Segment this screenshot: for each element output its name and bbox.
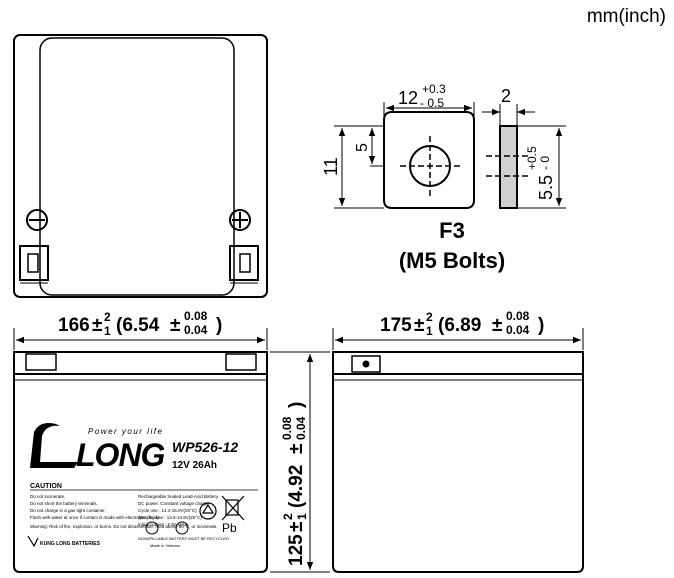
svg-text:2: 2 <box>104 310 111 324</box>
lead-symbol: Pb <box>222 521 237 535</box>
terminal-side-view <box>499 125 518 209</box>
svg-text:1: 1 <box>295 513 309 520</box>
svg-text:±: ± <box>414 315 424 336</box>
caution-line: Do not charge in a gas tight container. <box>30 508 106 513</box>
svg-text:1: 1 <box>426 324 433 338</box>
svg-text:): ) <box>538 315 544 336</box>
recycling-icon <box>199 502 217 520</box>
caution-line: Do not incinerate. <box>30 494 65 499</box>
small-logo-icon <box>27 535 39 548</box>
width-dimension: 175 ± 2 1 (6.89 ± 0.08 0.04 ) <box>332 309 584 350</box>
svg-text:±: ± <box>286 444 307 454</box>
negative-terminal-icon <box>26 209 48 231</box>
height-dimension: 125 ± 2 1 (4.92 ± 0.08 0.04 ) <box>270 351 330 573</box>
terminal-side-tol-minus: - 0 <box>538 156 552 170</box>
height-mm: 125 <box>286 534 307 566</box>
side-view <box>332 351 584 573</box>
units-label: mm(inch) <box>586 6 666 27</box>
terminal-bolt-label: (M5 Bolts) <box>399 248 505 273</box>
terminal-width-value: 12 <box>398 88 418 108</box>
height-inch: (4.92 <box>286 465 307 508</box>
caution-line: Flush with water at once if contact is m… <box>30 515 160 520</box>
width-inch: (6.89 <box>438 315 481 336</box>
caution-line: Warning: Risk of fire, explosion, or bur… <box>30 524 217 529</box>
terminal-width-tol-minus: - 0.5 <box>420 96 444 110</box>
top-view-outline <box>13 34 268 298</box>
positive-terminal-icon <box>229 209 251 231</box>
terminal-code: F3 <box>439 218 465 243</box>
made-in: Made in Vietnam <box>150 543 181 548</box>
terminal-height-value: 11 <box>321 157 341 176</box>
length-inch: (6.54 <box>116 315 160 336</box>
left-terminal-tab <box>19 245 49 284</box>
svg-text:±: ± <box>492 315 502 336</box>
top-view <box>13 34 268 298</box>
svg-text:): ) <box>216 315 222 336</box>
terminal-width-tol-plus: +0.3 <box>422 82 446 96</box>
caution-title: CAUTION <box>30 483 62 490</box>
terminal-thickness-value: 2 <box>501 86 511 106</box>
spec-line: DC power. Constant voltage charge <box>138 501 210 506</box>
svg-text:1: 1 <box>104 324 111 338</box>
svg-text:0.04: 0.04 <box>184 323 208 337</box>
rating-label: 12V 26Ah <box>172 460 217 471</box>
ul-certification-icon <box>145 521 189 535</box>
right-terminal-tab <box>229 245 259 284</box>
model-number: WP526-12 <box>172 439 238 455</box>
terminal-hole-height-value: 5 <box>354 143 371 152</box>
svg-text:0.08: 0.08 <box>280 416 294 440</box>
svg-text:±: ± <box>170 315 180 336</box>
spec-line: Initial current : 7.8A MAX <box>138 522 188 527</box>
svg-text:): ) <box>286 402 307 408</box>
width-mm: 175 <box>380 315 412 336</box>
terminal-detail: 12 +0.3 - 0.5 11 5 2 5.5 +0.5 - 0 F3 (M5… <box>321 82 566 273</box>
footer-recycle: NONSPILLABLE BATTERY MUST BE RECYCLED <box>138 536 229 541</box>
brand-logo-text: LONG <box>76 437 165 473</box>
length-dimension: 166 ± 2 1 (6.54 ± 0.08 0.04 ) <box>13 309 268 350</box>
spec-title: Rechargeable Sealed Lead-Acid Battery <box>138 494 219 499</box>
terminal-side-height-value: 5.5 <box>536 175 556 200</box>
svg-text:2: 2 <box>281 513 295 520</box>
terminal-side-tol-plus: +0.5 <box>525 146 539 170</box>
svg-text:±: ± <box>286 522 307 532</box>
svg-text:±: ± <box>92 315 102 336</box>
svg-text:2: 2 <box>426 310 433 324</box>
caution-line: Do not short the battery terminals. <box>30 501 98 506</box>
svg-text:0.08: 0.08 <box>506 309 530 323</box>
crossed-bin-icon <box>221 495 245 521</box>
svg-text:0.04: 0.04 <box>294 416 308 440</box>
long-logo: LONG <box>30 423 166 473</box>
terminal-front-outline <box>383 111 475 209</box>
spec-line: Standby use : 13.5-13.8V(25°C) <box>138 515 202 520</box>
svg-text:0.04: 0.04 <box>506 323 530 337</box>
svg-text:0.08: 0.08 <box>184 309 208 323</box>
footer-brand: KUNG LONG BATTERIES <box>40 541 101 547</box>
front-view: LONG Power your life WP526-12 12V 26Ah C… <box>13 351 268 573</box>
length-mm: 166 <box>58 315 90 336</box>
spec-line: Cycle use : 14.4-15.0V(25°C) <box>138 508 197 513</box>
top-view-lid <box>39 37 235 296</box>
brand-tagline: Power your life <box>88 427 163 436</box>
